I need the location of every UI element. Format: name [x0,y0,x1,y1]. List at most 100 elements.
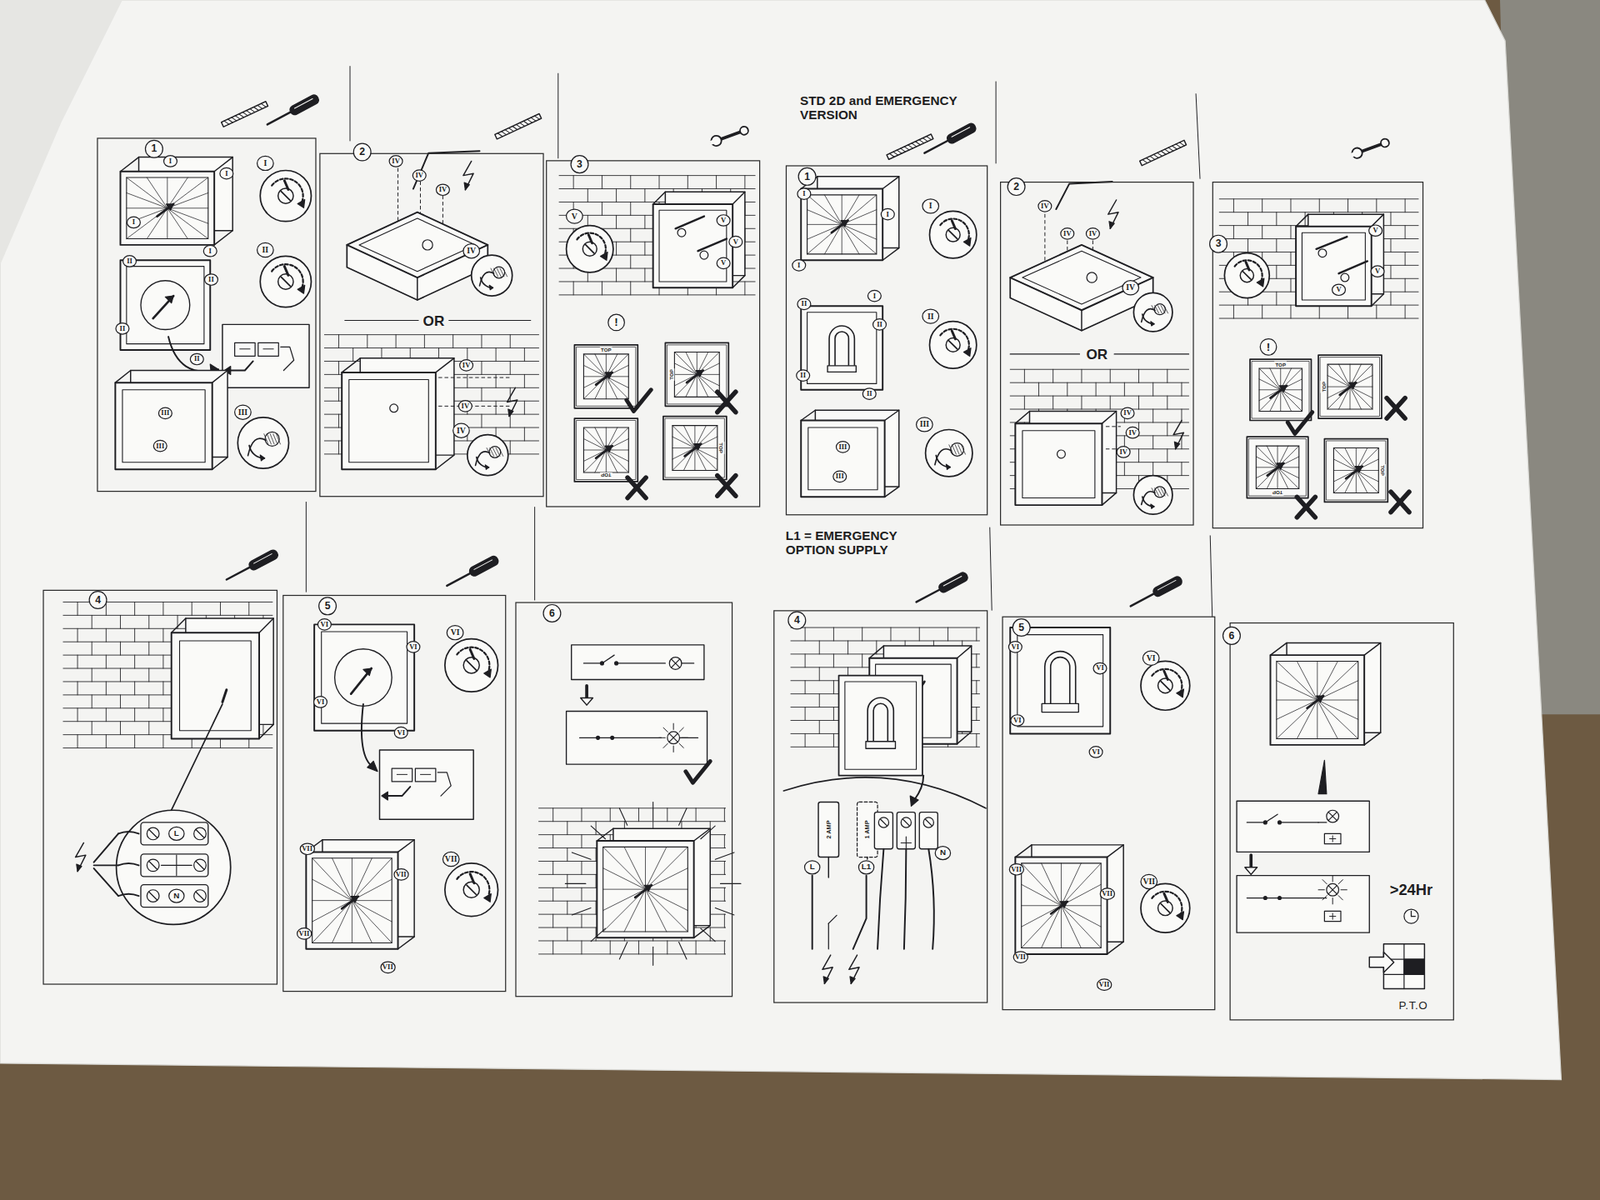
callout-numeral: II [862,387,877,400]
art-line [841,224,860,255]
art-line [744,175,745,190]
art-line [1328,885,1337,895]
art-line [1328,811,1337,820]
art-line [1219,211,1419,213]
art-line [630,228,631,242]
detail-numeral: I [921,198,940,214]
art-line [666,808,668,822]
art-path [783,777,985,809]
art-path [271,264,303,289]
top-marker: TOP [718,441,725,455]
art-line [276,434,281,445]
art-rect [665,418,725,478]
art-line [645,889,666,932]
callout-numeral: III [153,440,168,453]
art-line [524,374,525,388]
art-circle [923,817,934,828]
art-path [600,252,608,261]
top-marker: TOP [1380,464,1386,477]
art-line [847,640,849,655]
callout-numeral: VI [405,640,420,654]
art-line [1276,700,1318,720]
art-line [679,942,687,960]
art-line [975,707,977,721]
art-line [680,737,699,739]
art-line [466,660,476,670]
art-line [841,224,877,240]
art-rect [349,380,430,463]
art-line [1405,278,1406,292]
art-line [673,745,675,752]
art-line [819,720,820,734]
art-line [583,439,606,450]
art-line [1166,449,1168,463]
art-line [949,340,958,350]
callout-numeral: II [204,273,219,286]
art-rect [120,260,210,350]
art-line [345,320,419,321]
step-panel: 4 [773,610,988,1003]
art-line [819,667,820,681]
art-line [1333,470,1356,471]
art-path [877,849,884,950]
art-line [1164,305,1169,314]
art-line [280,191,290,201]
art-line [717,391,736,412]
or-divider: OR [420,312,448,330]
art-rect [314,624,415,730]
art-line [1060,905,1081,949]
art-rect [1326,440,1386,500]
art-path [940,218,969,241]
art-line [1339,364,1350,387]
step-panel: 5 [282,595,506,992]
step-number: 1 [145,140,164,159]
art-circle [1240,269,1254,283]
art-rect [1276,660,1359,739]
art-path [940,329,969,352]
art-line [700,825,715,840]
callout-numeral: I [791,259,806,272]
art-path [507,387,518,416]
art-rect [380,750,475,820]
art-circle [930,321,977,369]
detail-numeral: III [915,416,934,432]
art-rect [1295,226,1372,307]
detail-numeral: II [256,242,275,258]
art-line [1345,466,1363,480]
art-rect [140,822,209,845]
art-line [120,641,121,655]
art-line [1060,863,1081,906]
art-line [510,335,511,349]
art-path [1369,951,1394,972]
art-line [1060,905,1101,906]
art-line [559,175,755,176]
art-line [1245,261,1250,270]
art-circle [116,810,231,925]
art-line [1340,889,1347,890]
callout-numeral: IV [412,169,427,182]
art-circle [146,859,160,872]
art-line [583,365,606,376]
callout-numeral: VI [313,695,328,709]
art-line [338,387,340,401]
art-path [822,955,833,984]
art-line [351,900,392,922]
art-line [679,727,684,732]
art-line [882,176,900,190]
art-line [694,828,711,841]
art-line [724,940,725,955]
art-line [1259,368,1281,390]
callout-numeral: VII [300,842,315,855]
art-line [1166,395,1168,410]
art-line [1164,488,1169,496]
art-line [1280,390,1303,412]
art-path [576,233,605,256]
art-line [605,376,629,400]
art-circle [146,827,160,840]
art-line [630,201,631,215]
art-line [580,914,582,928]
art-line [351,900,392,901]
art-line [925,819,932,825]
art-line [259,724,274,739]
art-circle [445,863,499,917]
